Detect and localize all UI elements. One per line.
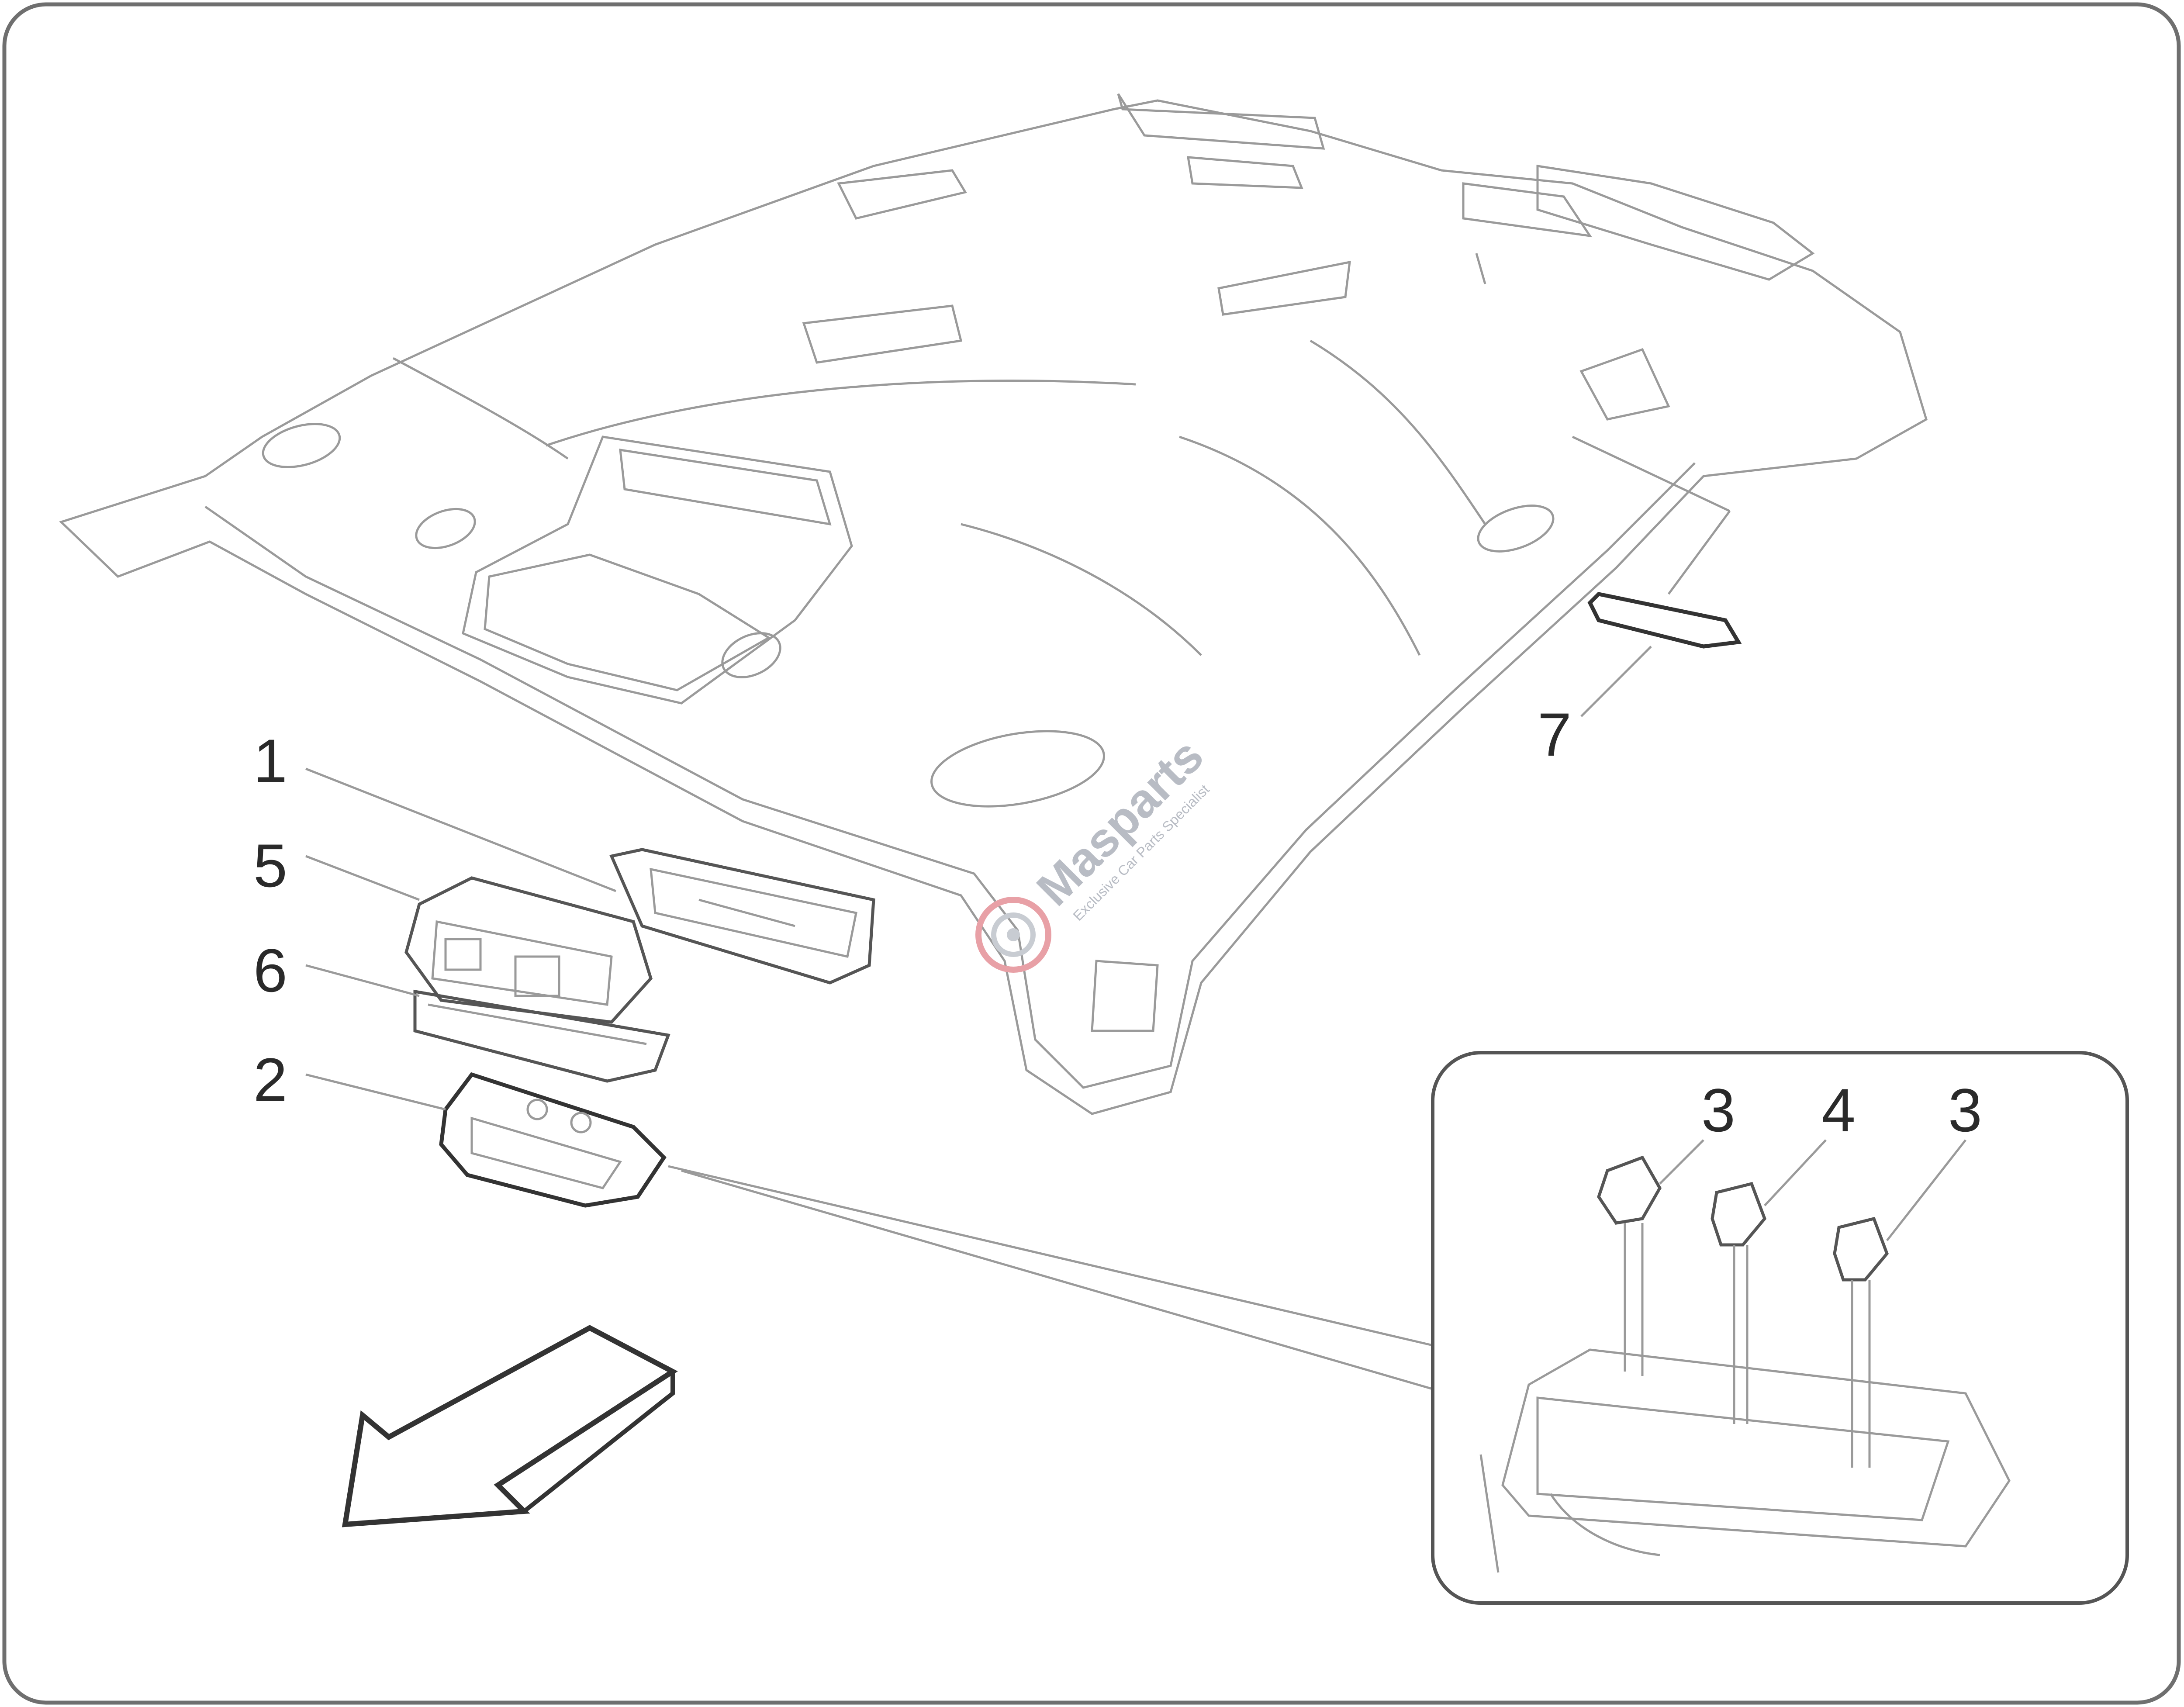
part-7-lens xyxy=(1587,592,1742,649)
callout-6: 6 xyxy=(253,936,287,1005)
callout-1: 1 xyxy=(253,726,287,795)
callout-7: 7 xyxy=(1538,700,1572,769)
part-5-lamp-housing xyxy=(404,876,653,1024)
callout-5: 5 xyxy=(253,831,287,900)
inset-detail xyxy=(1431,1051,2129,1605)
callout-3-left: 3 xyxy=(1701,1076,1735,1144)
leader-lines xyxy=(305,253,1731,1390)
callout-labels: 1 5 6 2 7 3 4 3 xyxy=(253,700,1982,1144)
part-2-courtesy-light xyxy=(439,1072,667,1208)
masparts-logo-icon xyxy=(975,897,1051,973)
callout-2: 2 xyxy=(253,1045,287,1114)
front-direction-arrow-icon xyxy=(342,1325,678,1527)
callout-3-right: 3 xyxy=(1948,1076,1982,1144)
headliner xyxy=(59,93,1928,1115)
part-1-console-frame xyxy=(609,848,875,985)
callout-4: 4 xyxy=(1821,1076,1856,1144)
part-6-lens xyxy=(413,989,670,1083)
